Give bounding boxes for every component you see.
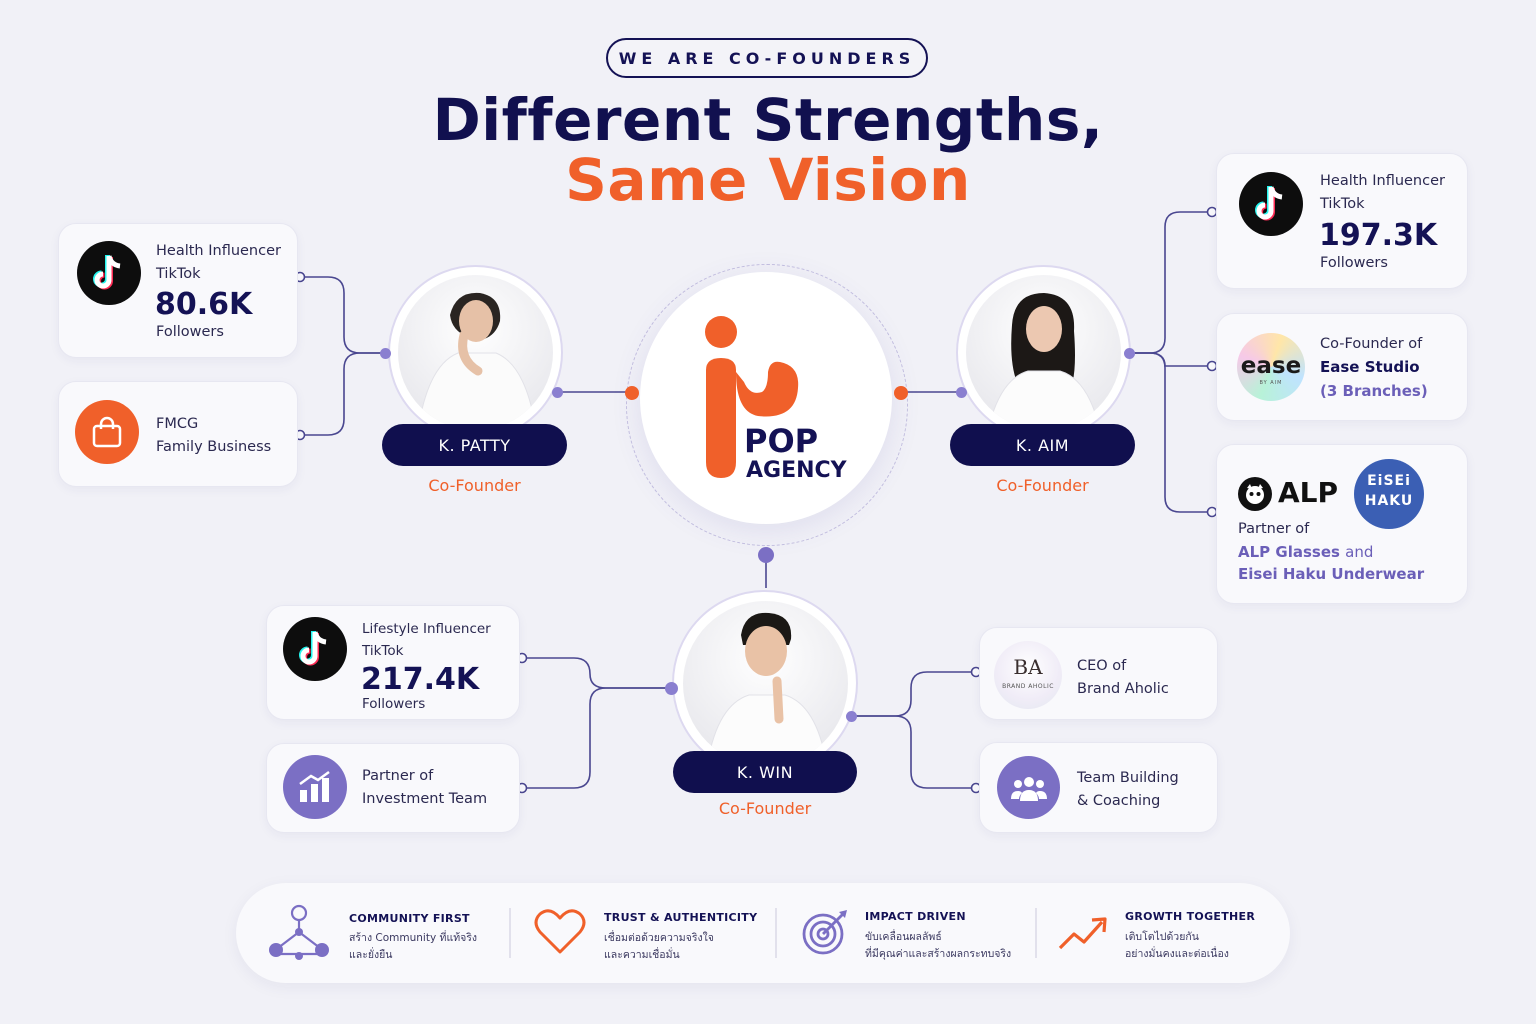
value-desc: เชื่อมต่อด้วยความจริงใจ bbox=[604, 932, 714, 944]
follower-count: 80.6K bbox=[155, 287, 253, 322]
card-patty-fmcg: FMCG Family Business bbox=[58, 381, 298, 487]
patty-node-right bbox=[552, 387, 563, 398]
value-desc: สร้าง Community ที่แท้จริง bbox=[349, 932, 478, 944]
card-label-2: Family Business bbox=[156, 439, 272, 455]
value-title: COMMUNITY FIRST bbox=[349, 912, 470, 925]
card-aim-alp: ALP EiSEi HAKU Partner of ALP Glasses an… bbox=[1216, 444, 1468, 604]
card-label: Health Influencer bbox=[1320, 173, 1445, 189]
role-win: Co-Founder bbox=[718, 799, 812, 818]
avatar-aim bbox=[956, 265, 1131, 440]
divider bbox=[509, 908, 511, 958]
pop-agency-mark-icon bbox=[705, 316, 799, 478]
win-node-right bbox=[846, 711, 857, 722]
aim-node-left bbox=[956, 387, 967, 398]
value-desc-2: และความเชื่อมั่น bbox=[604, 949, 680, 961]
value-desc: เติบโตไปด้วยกัน bbox=[1125, 931, 1199, 943]
win-node-left bbox=[665, 682, 678, 695]
card-label-2: Investment Team bbox=[362, 791, 488, 807]
card-win-brand-aholic: BA BRAND AHOLIC CEO of Brand Aholic bbox=[979, 627, 1218, 720]
network-icon bbox=[269, 904, 329, 960]
card-win-team: Team Building & Coaching bbox=[979, 742, 1218, 833]
tagline-badge: WE ARE CO-FOUNDERS bbox=[606, 38, 928, 78]
card-label: Lifestyle Influencer bbox=[362, 621, 491, 637]
center-logo-circle: POP AGENCY bbox=[640, 272, 892, 524]
card-patty-tiktok: Health Influencer TikTok 80.6K Followers bbox=[58, 223, 298, 358]
follower-unit: Followers bbox=[362, 696, 426, 712]
avatar-patty bbox=[388, 265, 563, 440]
value-desc: ขับเคลื่อนผลลัพธ์ bbox=[865, 931, 942, 943]
growth-arrow-icon bbox=[1058, 917, 1107, 950]
follower-unit: Followers bbox=[1320, 255, 1388, 271]
card-label: Co-Founder of bbox=[1320, 336, 1423, 352]
card-platform: TikTok bbox=[156, 266, 201, 282]
card-label: Team Building bbox=[1077, 770, 1179, 786]
alp-logo-text: ALP bbox=[1278, 476, 1339, 509]
shopping-bag-icon bbox=[75, 400, 139, 464]
follower-unit: Followers bbox=[156, 324, 224, 340]
heart-icon bbox=[534, 909, 586, 954]
value-desc-2: ที่มีคุณค่าและสร้างผลกระทบจริง bbox=[865, 948, 1012, 960]
card-company: ALP Glasses and bbox=[1238, 541, 1373, 563]
page-subtitle: Same Vision bbox=[565, 146, 971, 214]
follower-count: 197.3K bbox=[1319, 218, 1438, 253]
page-title: Different Strengths, bbox=[432, 86, 1104, 154]
value-title: GROWTH TOGETHER bbox=[1125, 910, 1256, 923]
team-icon bbox=[997, 756, 1060, 819]
target-icon bbox=[802, 910, 847, 955]
value-desc-2: และยั่งยืน bbox=[349, 949, 393, 961]
card-label: FMCG bbox=[156, 416, 199, 432]
card-label-2: & Coaching bbox=[1077, 793, 1161, 809]
person-silhouette-icon bbox=[417, 292, 537, 430]
card-platform: TikTok bbox=[362, 643, 404, 659]
bar-chart-icon bbox=[283, 755, 347, 819]
connector-dot-right bbox=[894, 386, 908, 400]
card-platform: TikTok bbox=[1320, 196, 1365, 212]
values-bar: COMMUNITY FIRST สร้าง Community ที่แท้จร… bbox=[236, 883, 1290, 983]
alp-logo-icon bbox=[1238, 477, 1272, 511]
ease-studio-logo: ease BY AIM bbox=[1237, 333, 1305, 401]
logo-text-pop: POP bbox=[744, 422, 819, 460]
value-desc-2: อย่างมั่นคงและต่อเนื่อง bbox=[1125, 948, 1229, 960]
role-patty: Co-Founder bbox=[428, 476, 521, 495]
card-company: Ease Studio bbox=[1320, 358, 1420, 376]
eisei-haku-logo: EiSEi HAKU bbox=[1354, 459, 1424, 529]
name-pill-win: K. WIN bbox=[673, 751, 857, 793]
card-aim-tiktok: Health Influencer TikTok 197.3K Follower… bbox=[1216, 153, 1468, 289]
tiktok-icon bbox=[1239, 172, 1303, 236]
value-title: TRUST & AUTHENTICITY bbox=[604, 911, 758, 924]
avatar-win bbox=[672, 590, 858, 776]
card-win-tiktok: Lifestyle Influencer TikTok 217.4K Follo… bbox=[266, 605, 520, 720]
card-label: Health Influencer bbox=[156, 243, 281, 259]
connector-dot-bottom bbox=[758, 547, 774, 563]
card-company-2: Eisei Haku Underwear bbox=[1238, 565, 1425, 583]
name-pill-aim: K. AIM bbox=[950, 424, 1135, 466]
role-aim: Co-Founder bbox=[996, 476, 1089, 495]
tiktok-icon bbox=[283, 617, 347, 681]
divider bbox=[775, 908, 777, 958]
card-detail: (3 Branches) bbox=[1320, 382, 1428, 400]
divider bbox=[1035, 908, 1037, 958]
card-win-investment: Partner of Investment Team bbox=[266, 743, 520, 833]
connector-dot-left bbox=[625, 386, 639, 400]
card-aim-ease: ease BY AIM Co-Founder of Ease Studio (3… bbox=[1216, 313, 1468, 421]
patty-node-left bbox=[380, 348, 391, 359]
aim-node-right bbox=[1124, 348, 1135, 359]
card-label-2: Brand Aholic bbox=[1077, 681, 1169, 697]
alp-glasses-text: ALP Glasses bbox=[1238, 543, 1340, 561]
person-silhouette-icon bbox=[987, 293, 1101, 430]
name-pill-patty: K. PATTY bbox=[382, 424, 567, 466]
follower-count: 217.4K bbox=[361, 662, 480, 697]
conjunction-text: and bbox=[1345, 543, 1374, 561]
logo-orbit-ring bbox=[626, 264, 908, 546]
logo-text-agency: AGENCY bbox=[746, 458, 847, 483]
brand-aholic-logo: BA BRAND AHOLIC bbox=[994, 641, 1062, 709]
tiktok-icon bbox=[77, 241, 141, 305]
value-title: IMPACT DRIVEN bbox=[865, 910, 966, 923]
card-label: CEO of bbox=[1077, 658, 1127, 674]
card-label: Partner of bbox=[362, 768, 434, 784]
person-silhouette-icon bbox=[706, 612, 828, 766]
card-label: Partner of bbox=[1238, 521, 1310, 537]
